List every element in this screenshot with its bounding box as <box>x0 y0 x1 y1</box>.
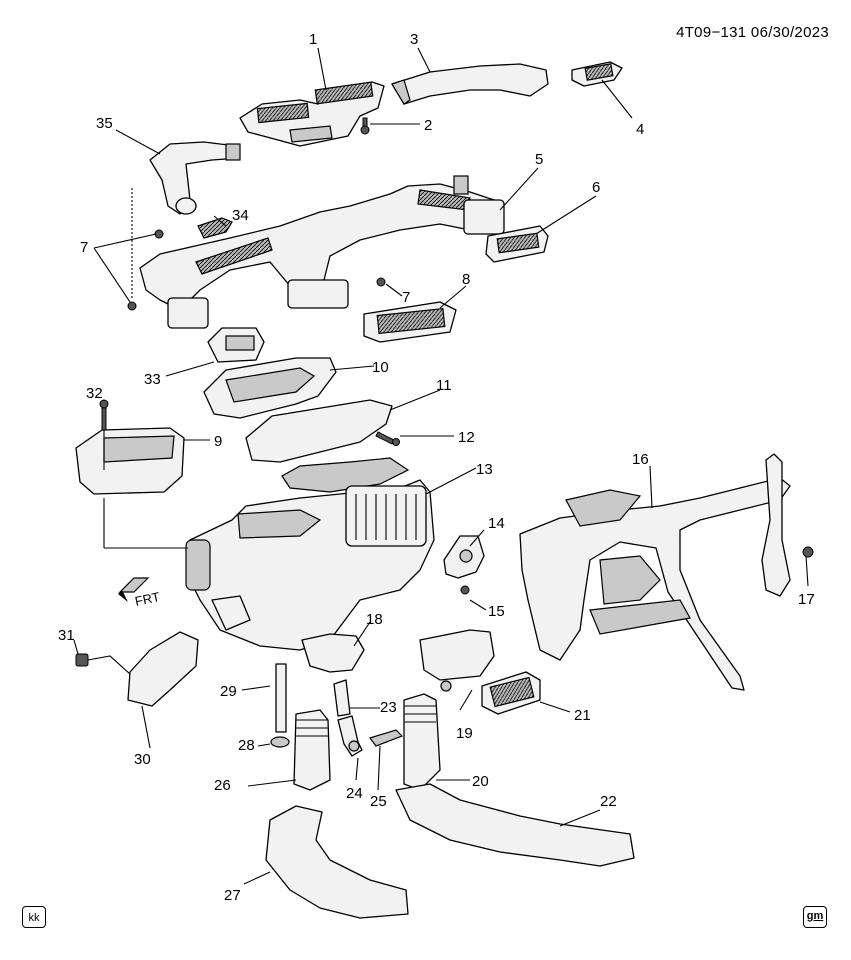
part-16-cross-car-beam <box>519 453 791 691</box>
callout-3: 3 <box>410 31 418 48</box>
callout-28: 28 <box>238 737 255 754</box>
part-11-trim-panel <box>245 399 393 463</box>
diagram-reference-code: 4T09−131 06/30/2023 <box>676 24 829 41</box>
part-12-screw <box>375 431 400 446</box>
callout-18: 18 <box>366 611 383 628</box>
part-25-seal <box>369 729 404 747</box>
part-13-hvac-module <box>103 457 435 651</box>
callout-7-right: 7 <box>402 289 410 306</box>
callout-14: 14 <box>488 515 505 532</box>
part-7-screws <box>127 188 386 311</box>
callout-23: 23 <box>380 699 397 716</box>
callout-20: 20 <box>472 773 489 790</box>
part-35-left-side-duct <box>149 141 241 215</box>
part-2-screw <box>360 117 370 135</box>
callout-labels: 1 3 4 2 35 5 6 34 7 7 8 33 10 11 12 32 9… <box>58 31 815 904</box>
part-33-left-vent-outlet <box>207 327 265 363</box>
part-22-rear-floor-duct-right <box>395 783 635 867</box>
part-8-center-vent <box>363 301 457 343</box>
callout-9: 9 <box>214 433 222 450</box>
callout-22: 22 <box>600 793 617 810</box>
callout-11: 11 <box>436 377 452 394</box>
part-14-bracket <box>443 535 485 579</box>
part-9-glove-box-duct <box>75 404 185 495</box>
part-29-brace <box>275 663 287 733</box>
callout-17: 17 <box>798 591 815 608</box>
part-27-rear-floor-duct-left <box>265 805 409 919</box>
callout-19: 19 <box>456 725 473 742</box>
part-6-right-vent <box>485 225 549 263</box>
leader-lines <box>73 47 809 885</box>
part-32-screw <box>99 399 109 431</box>
part-18-floor-duct-adapter <box>301 633 365 673</box>
callout-30: 30 <box>134 751 151 768</box>
callout-2: 2 <box>424 117 432 134</box>
callout-33: 33 <box>144 371 161 388</box>
part-28-plug <box>270 736 290 748</box>
callout-35: 35 <box>96 115 113 132</box>
callout-7-left: 7 <box>80 239 88 256</box>
part-31-harness-connector <box>75 653 131 675</box>
callout-25: 25 <box>370 793 387 810</box>
callout-5: 5 <box>535 151 543 168</box>
part-23-clip <box>333 679 351 717</box>
callout-24: 24 <box>346 785 363 802</box>
front-direction-label: FRT <box>134 589 162 609</box>
callout-34: 34 <box>232 207 249 224</box>
part-1-upper-center-vent <box>239 81 385 147</box>
part-20-rear-floor-duct-right <box>403 693 441 791</box>
front-direction-marker: FRT <box>118 577 162 609</box>
part-21-module <box>481 671 541 715</box>
callout-32: 32 <box>86 385 103 402</box>
gm-logo: gm <box>803 906 827 928</box>
callout-26: 26 <box>214 777 231 794</box>
callout-29: 29 <box>220 683 237 700</box>
part-3-right-upper-duct <box>391 63 549 105</box>
part-30-side-duct <box>127 631 199 707</box>
callout-8: 8 <box>462 271 470 288</box>
callout-16: 16 <box>632 451 649 468</box>
part-26-rear-floor-duct-left <box>293 709 331 791</box>
callout-12: 12 <box>458 429 475 446</box>
callout-27: 27 <box>224 887 241 904</box>
part-24-sensor <box>337 715 363 757</box>
part-15-screw <box>460 585 470 595</box>
part-19-bracket <box>419 629 495 692</box>
callout-10: 10 <box>372 359 389 376</box>
part-4-defrost-grille <box>571 61 623 87</box>
part-34-small-grille <box>197 217 233 239</box>
callout-31: 31 <box>58 627 75 644</box>
callout-4: 4 <box>636 121 644 138</box>
part-17-nut <box>802 546 814 558</box>
part-10-trim-frame <box>203 357 337 419</box>
illustrator-tag: kk <box>22 906 46 928</box>
part-5-main-instrument-duct <box>139 175 505 329</box>
callout-21: 21 <box>574 707 591 724</box>
callout-1: 1 <box>309 31 317 48</box>
callout-6: 6 <box>592 179 600 196</box>
callout-15: 15 <box>488 603 505 620</box>
callout-13: 13 <box>476 461 493 478</box>
